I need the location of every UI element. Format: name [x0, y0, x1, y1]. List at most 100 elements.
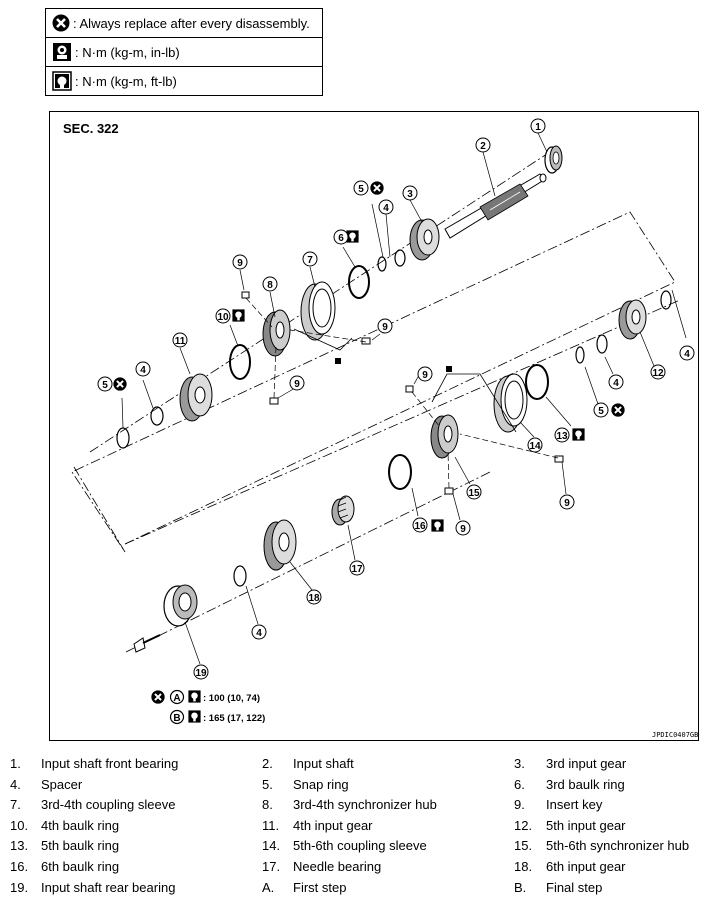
input-shaft: [444, 173, 547, 239]
callout-2: 2: [475, 137, 491, 153]
needle-bearing: [331, 495, 355, 526]
snap-ring-5b: [116, 427, 130, 449]
callout-9b: 9: [377, 318, 393, 334]
callout-18: 18: [306, 589, 322, 605]
replace-icon-5a: [370, 181, 384, 195]
part-label: 3rd baulk ring: [546, 776, 625, 792]
part-number: 14.: [262, 838, 281, 854]
part-label: Needle bearing: [293, 859, 382, 874]
part-number: 5.: [262, 776, 273, 792]
torque-wrench-in-lb-icon: [53, 43, 71, 61]
sixth-input-gear: [263, 519, 297, 571]
part-number: 19.: [10, 879, 29, 895]
callout-number: 5: [598, 406, 604, 417]
third-input-gear: [409, 218, 440, 261]
insert-key-d: [405, 385, 414, 393]
step-marker-a: [335, 358, 341, 364]
fifth-baulk-ring: [525, 364, 549, 400]
part-number: 6.: [514, 776, 525, 792]
part-label: 3rd input gear: [546, 756, 627, 771]
part-number: 11.: [262, 817, 280, 833]
spacer-4b: [150, 406, 164, 426]
part-number: 7.: [10, 797, 21, 813]
torque-wrench-ft-lb-icon: [52, 71, 72, 91]
callout-9d: 9: [417, 366, 433, 382]
section-label: SEC. 322: [63, 121, 119, 136]
callout-number: 9: [294, 379, 300, 390]
callout-number: 15: [468, 488, 480, 499]
callout-9c: 9: [289, 375, 305, 391]
legend-torque-ft-lb-text: : N·m (kg-m, ft-lb): [75, 73, 177, 89]
insert-key-a: [241, 291, 250, 299]
part-number: 9.: [514, 797, 525, 813]
part-label: 6th input gear: [546, 859, 626, 874]
part-number: 3.: [514, 756, 525, 771]
callout-5b: 5: [97, 376, 113, 392]
sixth-baulk-ring: [388, 454, 412, 490]
callout-number: 4: [613, 378, 619, 389]
callout-9f: 9: [455, 520, 471, 536]
part-label: 5th input gear: [546, 817, 626, 833]
legend-row-replace: : Always replace after every disassembly…: [46, 9, 322, 38]
part-number: 1.: [10, 756, 21, 771]
callout-16: 16: [412, 517, 428, 533]
torque-spec-table: A : 100 (10, 74) B : 165 (17, 122): [151, 689, 265, 725]
spacer-4c: [660, 290, 672, 310]
part-number: 8.: [262, 797, 273, 813]
third-baulk-ring: [348, 265, 370, 299]
step-a-value: : 100 (10, 74): [203, 693, 260, 704]
callout-number: 7: [307, 255, 313, 266]
part-label: Input shaft rear bearing: [41, 879, 176, 895]
insert-key-b: [361, 337, 371, 345]
callout-number: 4: [383, 203, 389, 214]
part-label: Input shaft front bearing: [41, 756, 179, 771]
part-label: Spacer: [41, 776, 83, 792]
part-label: 6th baulk ring: [41, 859, 120, 874]
part-number: 17.: [262, 859, 281, 874]
callout-19: 19: [193, 664, 209, 680]
callout-4b: 4: [135, 361, 151, 377]
part-label: Final step: [546, 879, 603, 895]
callout-number: 12: [652, 368, 664, 379]
spacer-4e: [233, 565, 247, 587]
image-code: JPDIC0407GB: [652, 731, 698, 739]
callout-number: 8: [267, 280, 273, 291]
callout-number: 19: [195, 668, 207, 679]
part-label: 3rd-4th synchronizer hub: [293, 797, 437, 813]
step-b-value: : 165 (17, 122): [203, 713, 265, 724]
callout-number: 4: [684, 349, 690, 360]
step-b-label: B: [173, 713, 180, 724]
callout-number: 3: [407, 189, 413, 200]
torque-icon-13: [572, 428, 585, 441]
callout-13: 13: [554, 427, 570, 443]
callout-number: 14: [529, 441, 541, 452]
part-label: Snap ring: [293, 776, 349, 792]
coupling-sleeve-3-4: [300, 281, 336, 341]
part-label: Insert key: [546, 797, 603, 813]
insert-key-c: [269, 397, 279, 405]
rear-bolt: [133, 634, 161, 653]
callout-9e: 9: [559, 494, 575, 510]
callout-number: 9: [237, 258, 243, 269]
spacer-4d: [596, 334, 608, 354]
part-number: 13.: [10, 838, 29, 854]
rear-bearing: [163, 584, 198, 627]
callout-9a: 9: [232, 254, 248, 270]
callout-15: 15: [466, 484, 482, 500]
callout-4e: 4: [251, 624, 267, 640]
callout-number: 5: [358, 184, 364, 195]
part-number: 16.: [10, 859, 29, 874]
callout-12: 12: [650, 364, 666, 380]
synchronizer-hub-3-4: [262, 309, 291, 357]
part-number: 12.: [514, 817, 533, 833]
exploded-view-diagram: SEC. 322: [63, 118, 698, 739]
step-marker-b: [446, 366, 452, 372]
callout-number: 9: [422, 370, 428, 381]
part-label: 4th baulk ring: [41, 817, 120, 833]
